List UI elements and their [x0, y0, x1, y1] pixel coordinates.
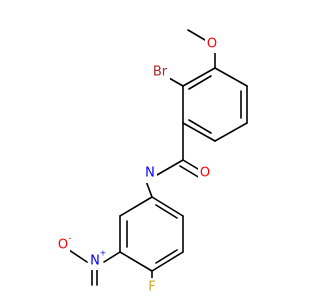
bromine-label: Br — [153, 65, 168, 80]
oxygen-methoxy-label: O — [207, 37, 217, 52]
bond-ring2-inner-c — [155, 204, 178, 219]
fluorine-label: F — [148, 280, 155, 295]
bond-carbonyl-o-2 — [179, 165, 201, 179]
bond-ring1-f — [214, 67, 248, 87]
bond-ring-br — [168, 77, 184, 87]
bond-ring-nitro — [103, 251, 121, 263]
bond-ring1-c — [182, 122, 216, 142]
oxygen-nitro-label: O — [58, 238, 68, 253]
bond-ring2-a — [119, 196, 153, 217]
atom-labels: O Br O N N + O - F — [56, 37, 219, 295]
oxygen-carbonyl-label: O — [200, 166, 210, 181]
nitro-positive-charge: + — [100, 249, 107, 258]
bond-ring1-inner-a — [188, 75, 212, 90]
bond-ring1-inner-b — [188, 119, 212, 134]
nitrogen-nitro-label: N — [90, 254, 100, 269]
bond-ring1-d — [214, 122, 248, 142]
bond-ring1-a — [182, 67, 216, 87]
bond-ring2-c — [119, 251, 153, 272]
bond-ring2-inner-b — [155, 249, 178, 264]
nitrogen-amide-label: N — [145, 166, 155, 181]
nitro-negative-charge: - — [69, 234, 72, 243]
bond-n-ring2 — [145, 180, 153, 198]
bond-methyl-o — [187, 29, 206, 41]
bond-ring2-f — [151, 196, 184, 217]
bond-carbonyl-n — [156, 159, 184, 176]
molecule-structure: O Br O N N + O - F — [56, 29, 248, 295]
bond-ring2-d — [151, 251, 184, 272]
